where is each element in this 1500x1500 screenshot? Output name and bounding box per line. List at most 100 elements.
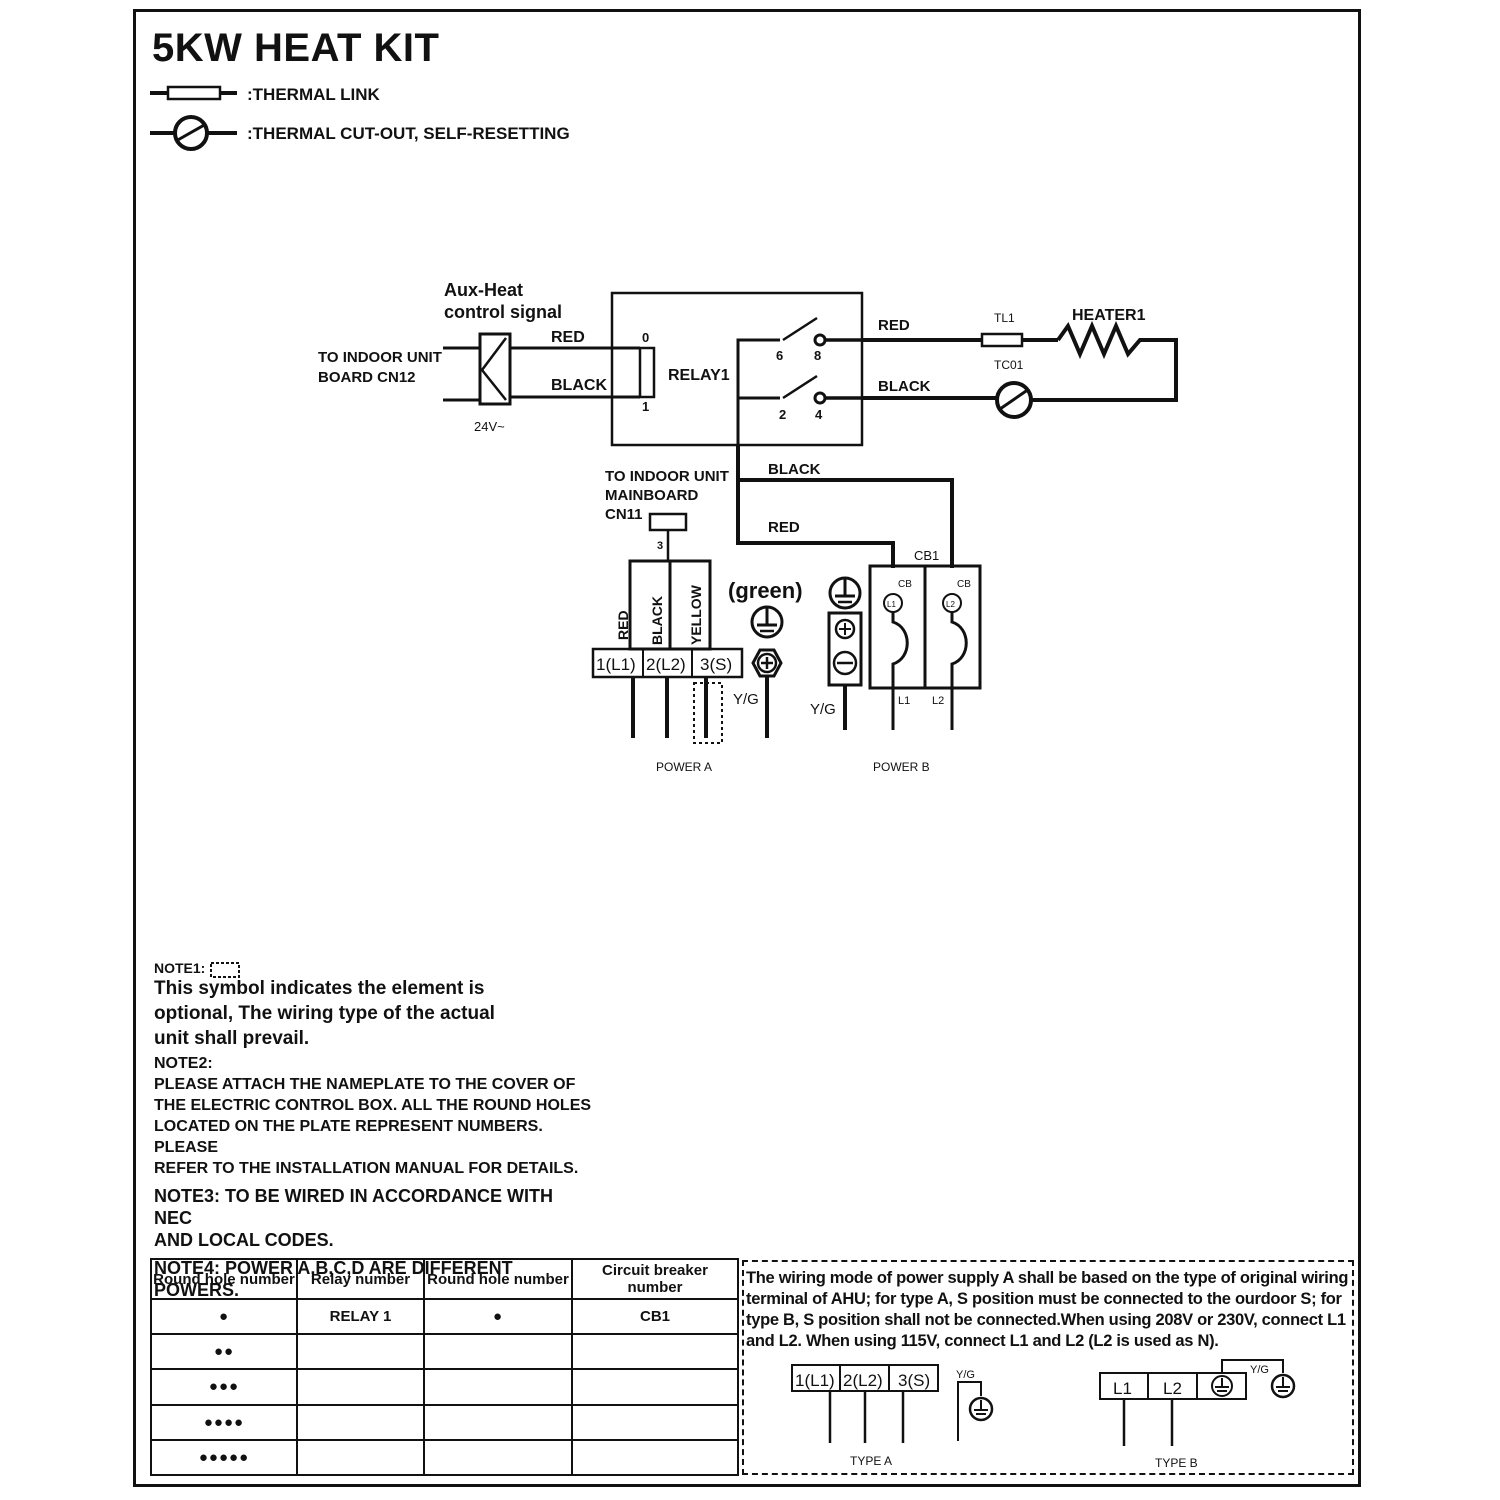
round-hole-table: Round hole number Relay number Round hol…	[150, 1258, 739, 1477]
wiring-mode-info-box	[742, 1260, 1354, 1475]
table-cell	[571, 1403, 739, 1441]
table-cell: ●●●●	[150, 1403, 298, 1441]
note1-line-1: This symbol indicates the element is	[154, 978, 485, 999]
heater-label: HEATER1	[1072, 307, 1146, 324]
note2-line-3: LOCATED ON THE PLATE REPRESENT NUMBERS. …	[154, 1118, 543, 1156]
table-cell: ●●	[150, 1333, 298, 1371]
cb-black-label: BLACK	[768, 461, 821, 478]
relay-pin-0: 0	[642, 330, 649, 345]
relay-pin-1: 1	[642, 399, 649, 414]
table-cell: ●●●	[150, 1368, 298, 1406]
table-cell	[296, 1368, 425, 1406]
wire-red-label: RED	[551, 329, 585, 346]
note2-line-2: THE ELECTRIC CONTROL BOX. ALL THE ROUND …	[154, 1097, 592, 1114]
circuit-breaker-cb1	[868, 564, 982, 730]
cb-red-label: RED	[768, 519, 800, 536]
cn11-label: CN11	[605, 506, 643, 523]
cn11-pin-label: 3	[657, 540, 663, 552]
mainboard-label: MAINBOARD	[605, 487, 698, 504]
notes-section: NOTE1: This symbol indicates the element…	[154, 960, 594, 1301]
table-header: Circuit breaker number	[571, 1258, 739, 1300]
table-cell: CB1	[571, 1297, 739, 1336]
terminal-black-label: BLACK	[649, 596, 665, 645]
table-row: ●●●	[150, 1368, 739, 1406]
power-b-yg-label: Y/G	[810, 701, 836, 718]
table-cell	[423, 1438, 573, 1477]
optional-element-marker	[693, 682, 723, 744]
type-b-terminal-l1: L1	[1113, 1379, 1132, 1398]
thermal-link-legend-label: :THERMAL LINK	[247, 85, 381, 104]
table-cell	[423, 1368, 573, 1406]
relay-pin-2: 2	[779, 407, 786, 422]
cb-l2-inner-label: L2	[946, 600, 955, 609]
type-a-terminal-3: 3(S)	[898, 1371, 930, 1390]
table-header-row: Round hole number Relay number Round hol…	[150, 1258, 739, 1300]
note1-heading: NOTE1:	[154, 960, 206, 976]
type-a-yg-label: Y/G	[956, 1369, 975, 1381]
type-a-terminal-1: 1(L1)	[795, 1371, 835, 1390]
tc01-label: TC01	[994, 358, 1024, 372]
terminal-1-label: 1(L1)	[596, 655, 636, 674]
ground-green-icon	[750, 605, 784, 738]
thermal-cutout-tc01	[995, 381, 1033, 419]
note3-line-1: NOTE3: TO BE WIRED IN ACCORDANCE WITH NE…	[154, 1186, 553, 1228]
type-b-terminal	[1099, 1359, 1296, 1446]
cb-l1-inner-label: L1	[887, 600, 896, 609]
thermal-cutout-legend-icon	[150, 115, 237, 151]
table-row: ●●●●	[150, 1403, 739, 1441]
cn11-connector	[648, 512, 688, 532]
type-b-label: TYPE B	[1155, 1456, 1198, 1470]
table-cell: ●	[150, 1297, 298, 1336]
table-cell	[423, 1333, 573, 1371]
table-cell	[571, 1368, 739, 1406]
table-cell	[296, 1333, 425, 1371]
table-row: ●●●●●	[150, 1438, 739, 1477]
power-a-terminal-block	[591, 559, 744, 744]
table-cell: RELAY 1	[296, 1297, 425, 1336]
terminal-red-label: RED	[615, 610, 631, 640]
tl1-label: TL1	[994, 311, 1015, 325]
cb-l2-label: L2	[932, 695, 944, 707]
terminal-3-label: 3(S)	[700, 655, 732, 674]
cb-l1-label: L1	[898, 695, 910, 707]
table-row: ●●	[150, 1333, 739, 1371]
cb1-label: CB1	[914, 548, 939, 563]
table-cell	[296, 1438, 425, 1477]
cb-left-label: CB	[898, 579, 912, 590]
relay-coil	[638, 346, 656, 399]
control-signal-label: control signal	[444, 302, 562, 322]
cb-right-label: CB	[957, 579, 971, 590]
optional-symbol-icon	[210, 962, 240, 978]
note2-heading: NOTE2:	[154, 1055, 213, 1072]
relay-pin-4: 4	[815, 407, 823, 422]
note2-line-1: PLEASE ATTACH THE NAMEPLATE TO THE COVER…	[154, 1076, 576, 1093]
aux-heat-label: Aux-Heat	[444, 280, 523, 300]
power-b-label: POWER B	[873, 760, 930, 774]
terminal-2-label: 2(L2)	[646, 655, 686, 674]
relay-pin-6: 6	[776, 348, 783, 363]
heater-resistor	[1056, 320, 1150, 360]
type-a-label: TYPE A	[850, 1454, 892, 1468]
power-a-label: POWER A	[656, 760, 712, 774]
green-label: (green)	[728, 578, 803, 603]
control-signal-element	[478, 332, 512, 406]
drawing-frame	[133, 9, 1361, 1487]
relay-pin-8: 8	[814, 348, 821, 363]
thermal-cutout-legend-label: :THERMAL CUT-OUT, SELF-RESETTING	[247, 124, 570, 143]
type-a-terminal	[791, 1364, 994, 1443]
to-indoor-mainboard-label: TO INDOOR UNIT	[605, 468, 729, 485]
table-cell	[296, 1403, 425, 1441]
to-indoor-board-label: TO INDOOR UNIT	[318, 349, 442, 366]
table-cell	[571, 1438, 739, 1477]
table-row: ● RELAY 1 ● CB1	[150, 1297, 739, 1336]
note3-line-2: AND LOCAL CODES.	[154, 1230, 334, 1250]
table-cell: ●	[423, 1297, 573, 1336]
type-b-yg-label: Y/G	[1250, 1364, 1269, 1376]
page-title: 5KW HEAT KIT	[152, 26, 440, 70]
table-header: Round hole number	[150, 1258, 298, 1300]
power-a-yg-label: Y/G	[733, 691, 759, 708]
relay-label: RELAY1	[668, 367, 730, 384]
wiring-mode-info-text: The wiring mode of power supply A shall …	[746, 1269, 1349, 1350]
table-header: Round hole number	[423, 1258, 573, 1300]
